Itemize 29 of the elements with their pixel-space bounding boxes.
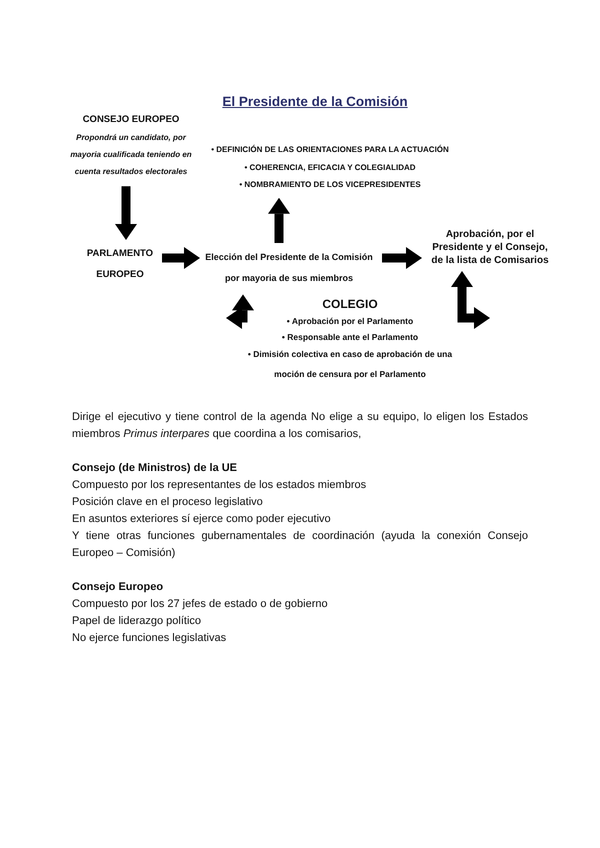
bullet-item: • NOMBRAMIENTO DE LOS VICEPRESIDENTES — [238, 179, 422, 192]
bullet-item: • Dimisión colectiva en caso de aprobación de una moción de censura por el Parlamento — [246, 348, 454, 381]
paragraph: Papel de liderazgo político — [72, 614, 202, 629]
block-arrow — [162, 247, 200, 269]
paragraph: Compuesto por los representantes de los estados miembros — [72, 478, 368, 493]
diagram-title: El Presidente de la Comisión — [221, 94, 409, 109]
paragraph: En asuntos exteriores sí ejerce como poder ejecutivo — [72, 512, 332, 527]
paragraph: Posición clave en el proceso legislativo — [72, 495, 264, 510]
node-heading: COLEGIO — [321, 296, 379, 313]
paragraph: No ejerce funciones legislativas — [72, 631, 228, 646]
section-heading: Consejo Europeo — [72, 580, 164, 595]
node-text: Elección del Presidente de la Comisión por mayoria de sus miembros — [198, 247, 380, 288]
bullet-item: • Responsable ante el Parlamento — [280, 330, 420, 344]
bullet-item: • COHERENCIA, EFICACIA Y COLEGIALIDAD — [243, 162, 417, 174]
paragraph: Dirige el ejecutivo y tiene control de la agenda No elige a su equipo, lo eligen los Estados miembros Primus interpares que coordina a los comisarios, — [72, 410, 528, 442]
block-arrow — [382, 247, 422, 269]
block-arrow — [115, 186, 137, 240]
section-heading: Consejo (de Ministros) de la UE — [72, 461, 238, 476]
bullet-item: • DEFINICIÓN DE LAS ORIENTACIONES PARA LA ACTUACIÓN — [210, 144, 450, 156]
node-description: Propondrá un candidato, por mayoria cualificada teniendo en cuenta resultados electorales — [69, 132, 193, 178]
node-text: PARLAMENTO EUROPEO — [72, 244, 168, 286]
paragraph: Compuesto por los 27 jefes de estado o de gobierno — [72, 597, 329, 612]
bullet-item: • Aprobación por el Parlamento — [286, 314, 414, 328]
block-arrow — [226, 294, 254, 329]
node-text: Aprobación, por el Presidente y el Consejo, de la lista de Comisarios — [428, 228, 552, 267]
block-arrow — [451, 271, 490, 329]
block-arrow — [268, 198, 290, 243]
paragraph: Y tiene otras funciones gubernamentales de coordinación (ayuda la conexión Consejo Europeo – Comisión) — [72, 529, 528, 561]
node-heading: CONSEJO EUROPEO — [82, 113, 180, 127]
